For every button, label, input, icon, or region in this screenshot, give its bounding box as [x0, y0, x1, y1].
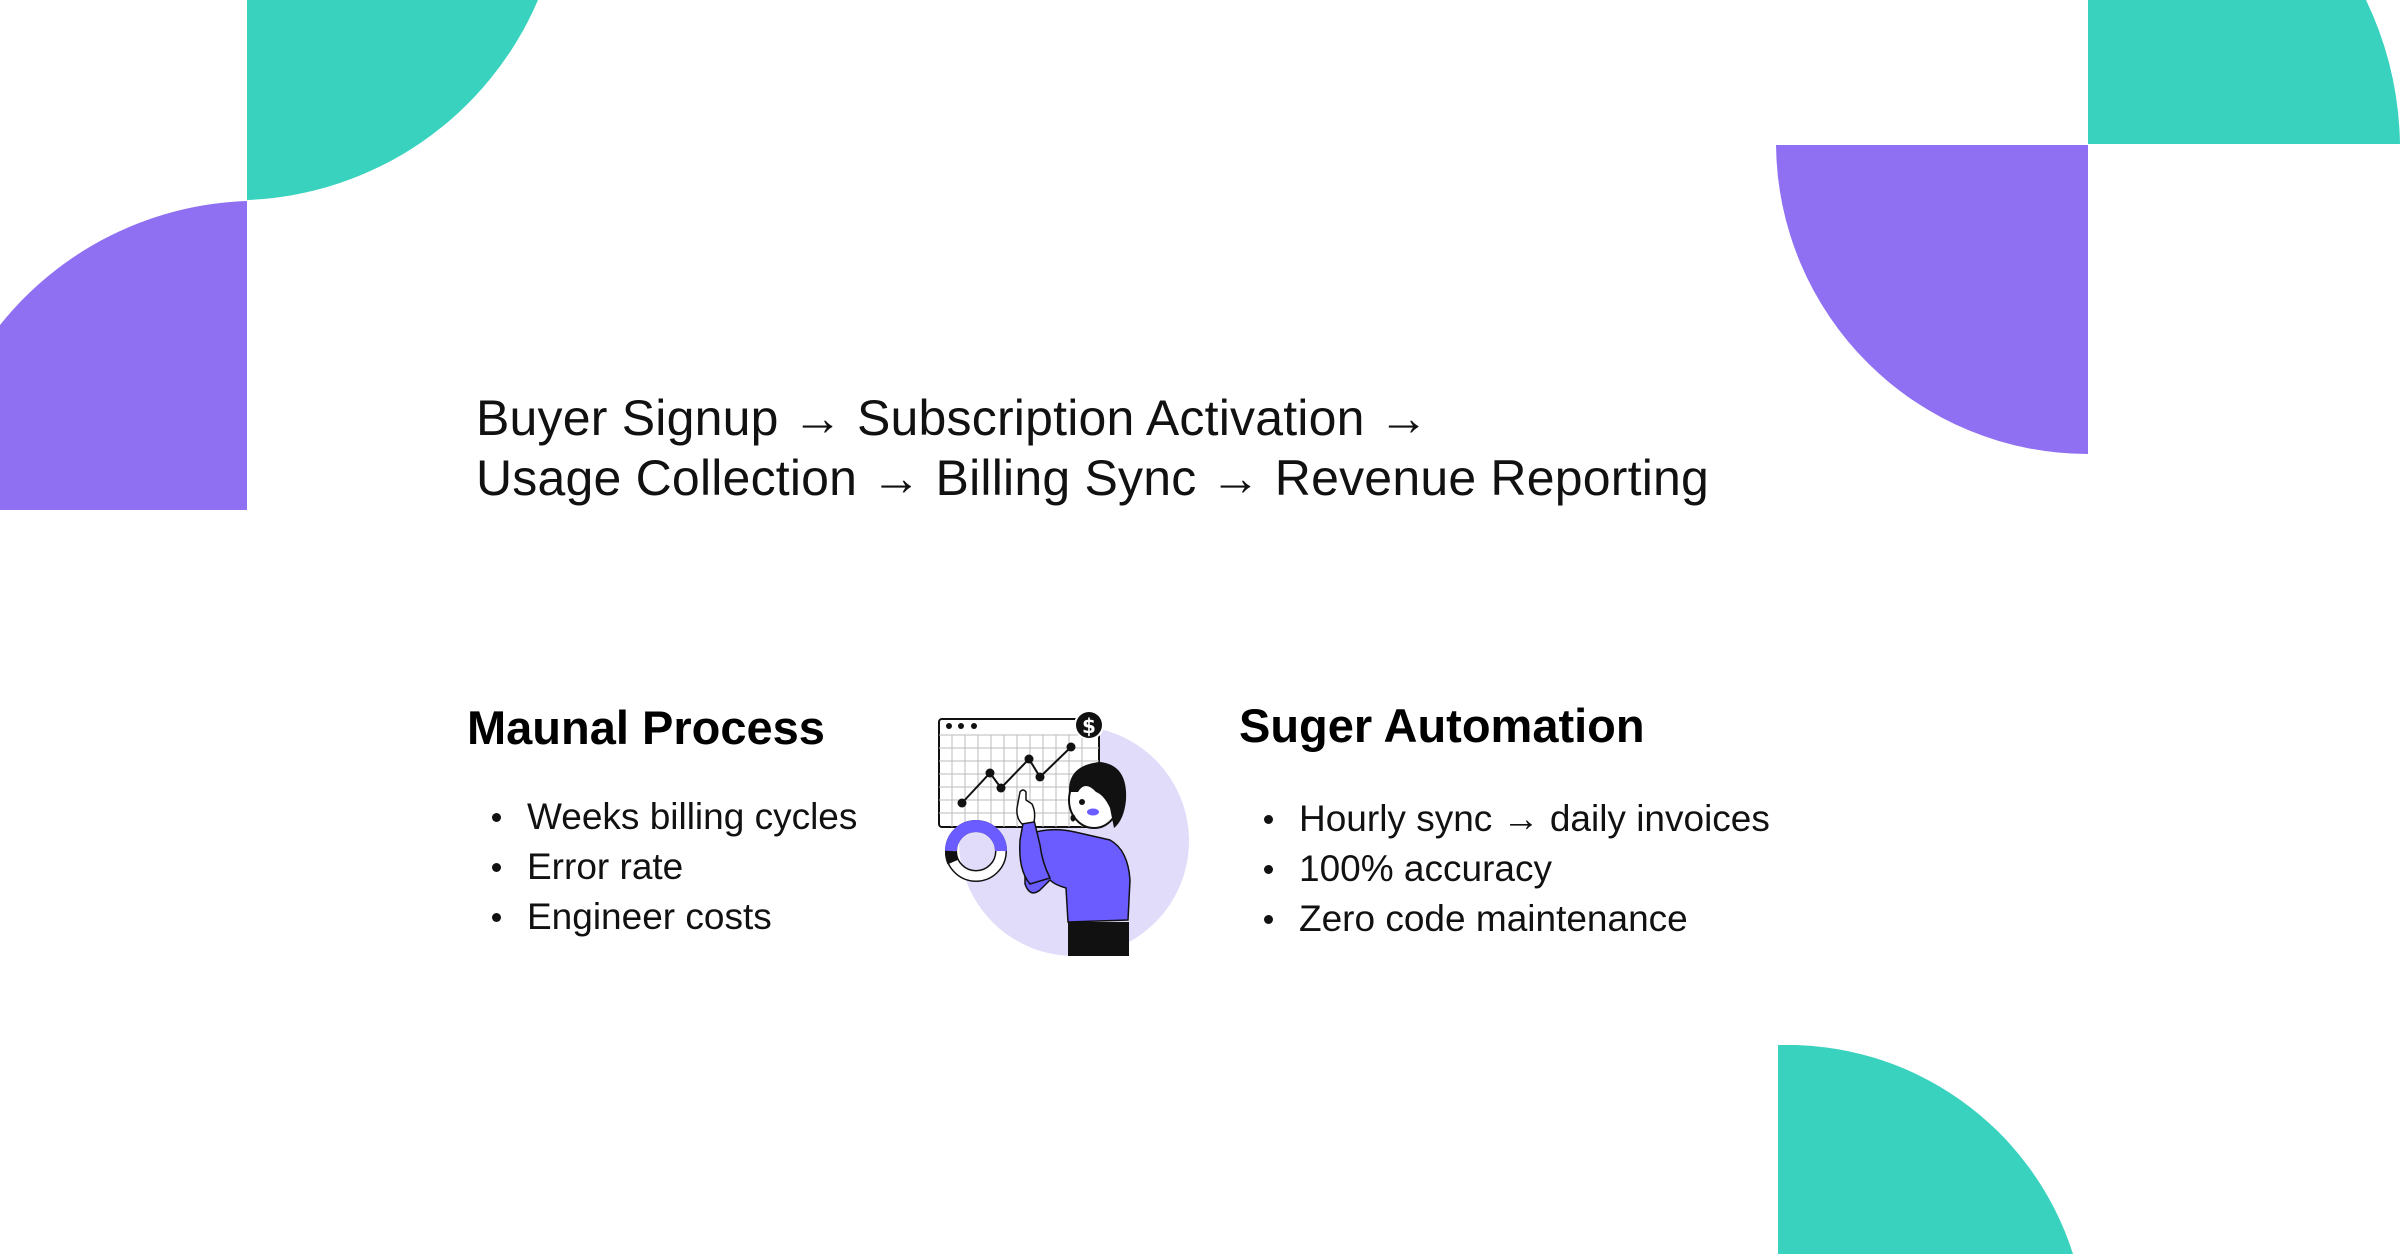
bullet-icon — [492, 913, 501, 922]
bullet-icon — [1264, 915, 1273, 924]
list-item: Zero code maintenance — [1239, 894, 1770, 944]
flow-line-1: Buyer Signup → Subscription Activation → — [476, 390, 1429, 446]
teal-quarter-shape — [2088, 0, 2400, 144]
list-item: 100% accuracy — [1239, 844, 1770, 894]
flow-line-2: Usage Collection → Billing Sync → Revenu… — [476, 450, 1710, 506]
person-chart-illustration-icon: $ — [938, 710, 1189, 956]
teal-quarter-shape — [247, 0, 538, 200]
purple-quarter-shape — [0, 201, 247, 510]
manual-process-title: Maunal Process — [467, 701, 825, 754]
list-item: Weeks billing cycles — [467, 792, 857, 842]
purple-quarter-shape — [1776, 145, 2088, 454]
teal-quarter-shape — [1778, 1045, 2073, 1254]
list-item: Error rate — [467, 842, 857, 892]
manual-process-list: Weeks billing cycles Error rate Engineer… — [467, 792, 857, 942]
decor-bottom-right — [1778, 1045, 2073, 1254]
bullet-icon — [492, 863, 501, 872]
list-item: Engineer costs — [467, 892, 857, 942]
suger-automation-title: Suger Automation — [1239, 699, 1645, 752]
decor-top-right — [1776, 0, 2400, 454]
bullet-icon — [492, 813, 501, 822]
decor-top-left — [0, 0, 538, 510]
list-item: Hourly sync → daily invoices — [1239, 794, 1770, 844]
suger-automation-section: Suger Automation Hourly sync → daily inv… — [1239, 698, 1770, 944]
svg-text:$: $ — [1082, 714, 1096, 738]
manual-process-section: Maunal Process Weeks billing cycles Erro… — [467, 700, 857, 942]
bullet-icon — [1264, 815, 1273, 824]
process-flow: Buyer Signup → Subscription Activation →… — [476, 388, 1709, 508]
bullet-icon — [1264, 865, 1273, 874]
suger-automation-list: Hourly sync → daily invoices 100% accura… — [1239, 794, 1770, 944]
